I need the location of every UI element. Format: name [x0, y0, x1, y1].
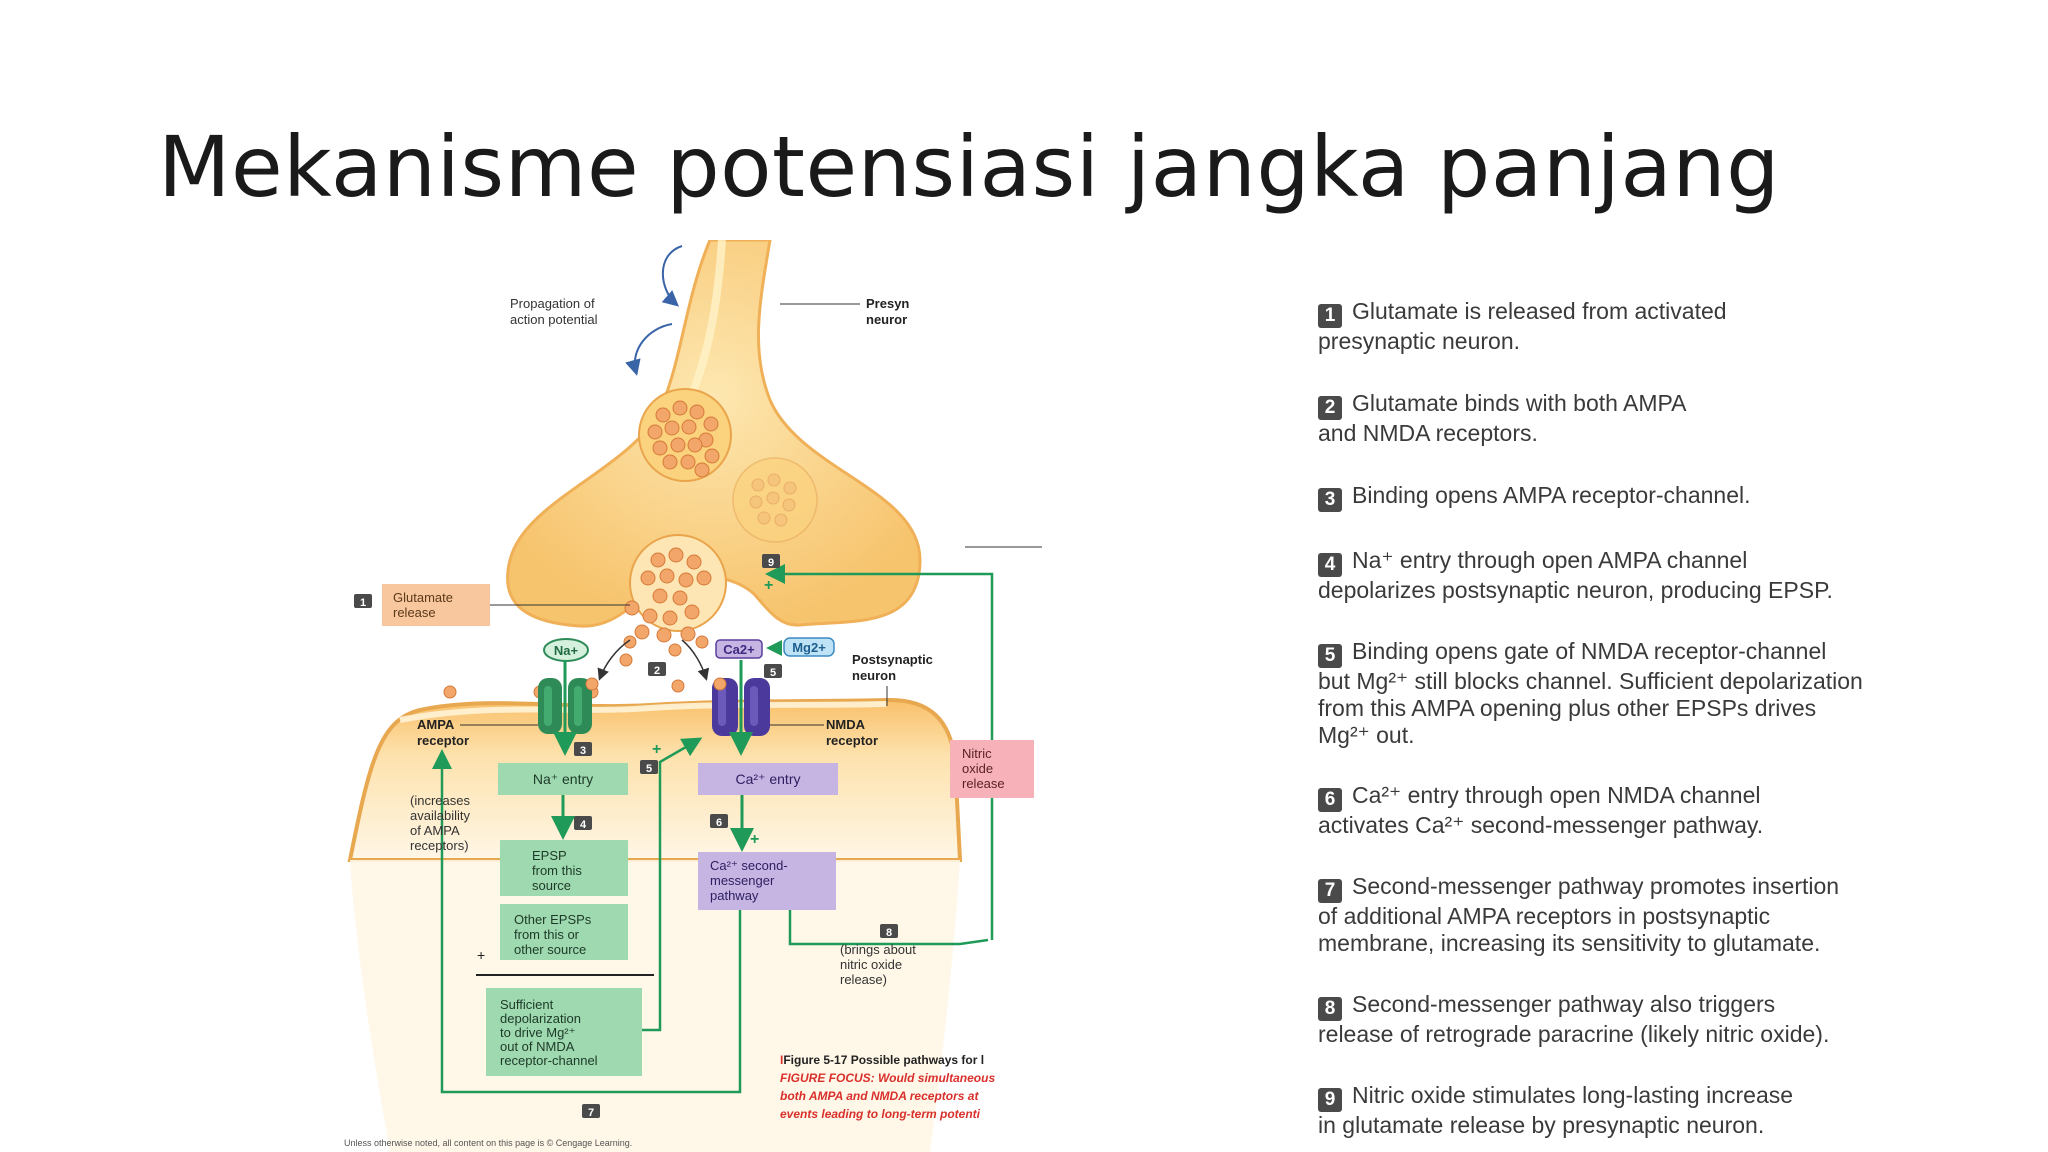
sufficient-depolarization-box [486, 988, 642, 1076]
glutamate-release-box [382, 584, 490, 626]
other-epsps-label: Other EPSPs from this or other source [514, 912, 595, 957]
svg-text:7: 7 [588, 1107, 594, 1119]
step-number-badge: 1 [1318, 304, 1342, 328]
step-badge-8 [880, 924, 898, 938]
step-badge-1 [354, 594, 372, 608]
step-3: 3 Binding opens AMPA receptor-channel. [1318, 482, 1888, 512]
synaptic-vesicles [647, 400, 720, 478]
step-text: Binding opens gate of NMDA receptor-chan… [1318, 638, 1863, 748]
nitric-oxide-release-box [950, 740, 1034, 798]
step-text: Ca²⁺ entry through open NMDA channel act… [1318, 782, 1764, 838]
brings-about-label: (brings about nitric oxide release) [840, 942, 920, 987]
copyright-note: Unless otherwise noted, all content on t… [344, 1138, 632, 1148]
step-number-badge: 8 [1318, 997, 1342, 1021]
increases-availability-label: (increases availability of AMPA receptor… [410, 793, 474, 853]
svg-text:Ca2+: Ca2+ [723, 642, 755, 657]
step-number-badge: 2 [1318, 396, 1342, 420]
step-badge-6 [710, 814, 728, 828]
step-text: Glutamate is released from activated pre… [1318, 298, 1727, 354]
step-text: Nitric oxide stimulates long-lasting inc… [1318, 1082, 1794, 1138]
svg-text:4: 4 [580, 819, 587, 831]
nmda-receptor-label: NMDA receptor [826, 717, 878, 748]
svg-text:Mg2+: Mg2+ [792, 640, 826, 655]
svg-text:3: 3 [580, 745, 586, 757]
presynaptic-label: Presyn neuror [866, 296, 913, 327]
figure-caption: IFigure 5-17 Possible pathways for l [780, 1053, 984, 1067]
step-number-badge: 3 [1318, 488, 1342, 512]
step-badge-2 [648, 662, 666, 676]
glutamate-release-label: Glutamate release [393, 590, 457, 620]
svg-text:6: 6 [716, 817, 722, 829]
ampa-receptor-channel [538, 678, 592, 734]
step-number-badge: 7 [1318, 879, 1342, 903]
svg-text:9: 9 [768, 557, 774, 569]
figure-focus: FIGURE FOCUS: Would simultaneous both AM… [780, 1071, 998, 1121]
svg-text:5: 5 [770, 667, 776, 679]
step-badge-9 [762, 554, 780, 568]
step-text: Second-messenger pathway also triggers r… [1318, 991, 1830, 1047]
slide-title: Mekanisme potensiasi jangka panjang [158, 118, 1780, 216]
na-entry-box [498, 763, 628, 795]
step-badge-5-side [640, 760, 658, 774]
svg-text:+: + [764, 577, 773, 594]
step-badge-3 [574, 742, 592, 756]
svg-text:1: 1 [360, 597, 366, 609]
ca-second-messenger-box [698, 852, 836, 910]
nitric-oxide-release-label: Nitric oxide release [962, 746, 1005, 791]
plus-sign: + [477, 947, 485, 963]
step-text: Glutamate binds with both AMPA and NMDA … [1318, 390, 1687, 446]
epsp-label: EPSP from this source [532, 848, 585, 893]
ca-entry-box [698, 763, 838, 795]
ltp-diagram: Propagation of action potential Presyn n… [344, 240, 1042, 1152]
step-number-badge: 5 [1318, 644, 1342, 668]
step-number-badge: 4 [1318, 553, 1342, 577]
ampa-receptor-label: AMPA receptor [417, 717, 469, 748]
svg-text:Ca²⁺ entry: Ca²⁺ entry [736, 771, 801, 787]
nmda-receptor-channel [712, 678, 770, 736]
svg-text:8: 8 [886, 927, 892, 939]
step-number-badge: 6 [1318, 788, 1342, 812]
svg-text:+: + [652, 741, 661, 758]
epsp-box [500, 840, 628, 896]
step-badge-5-top [764, 664, 782, 678]
sufficient-depolarization-label: Sufficient depolarization to drive Mg²⁺ … [500, 997, 598, 1068]
svg-text:2: 2 [654, 665, 660, 677]
svg-text:+: + [750, 831, 759, 848]
ca-ion [715, 639, 763, 659]
step-text: Binding opens AMPA receptor-channel. [1352, 482, 1751, 508]
other-epsps-box [500, 904, 628, 960]
step-text: Second-messenger pathway promotes insert… [1318, 873, 1840, 956]
ca-second-messenger-label: Ca²⁺ second- messenger pathway [710, 858, 791, 903]
step-badge-7 [582, 1104, 600, 1118]
step-badge-4 [574, 816, 592, 830]
svg-text:5: 5 [646, 763, 652, 775]
step-number-badge: 9 [1318, 1088, 1342, 1112]
propagation-label: Propagation of action potential [510, 296, 598, 327]
svg-text:Na⁺ entry: Na⁺ entry [533, 771, 593, 787]
step-text: Na⁺ entry through open AMPA channel depo… [1318, 547, 1833, 603]
mg-ion [783, 637, 835, 657]
postsynaptic-label: Postsynaptic neuron [852, 652, 937, 683]
svg-text:Na+: Na+ [554, 643, 579, 658]
